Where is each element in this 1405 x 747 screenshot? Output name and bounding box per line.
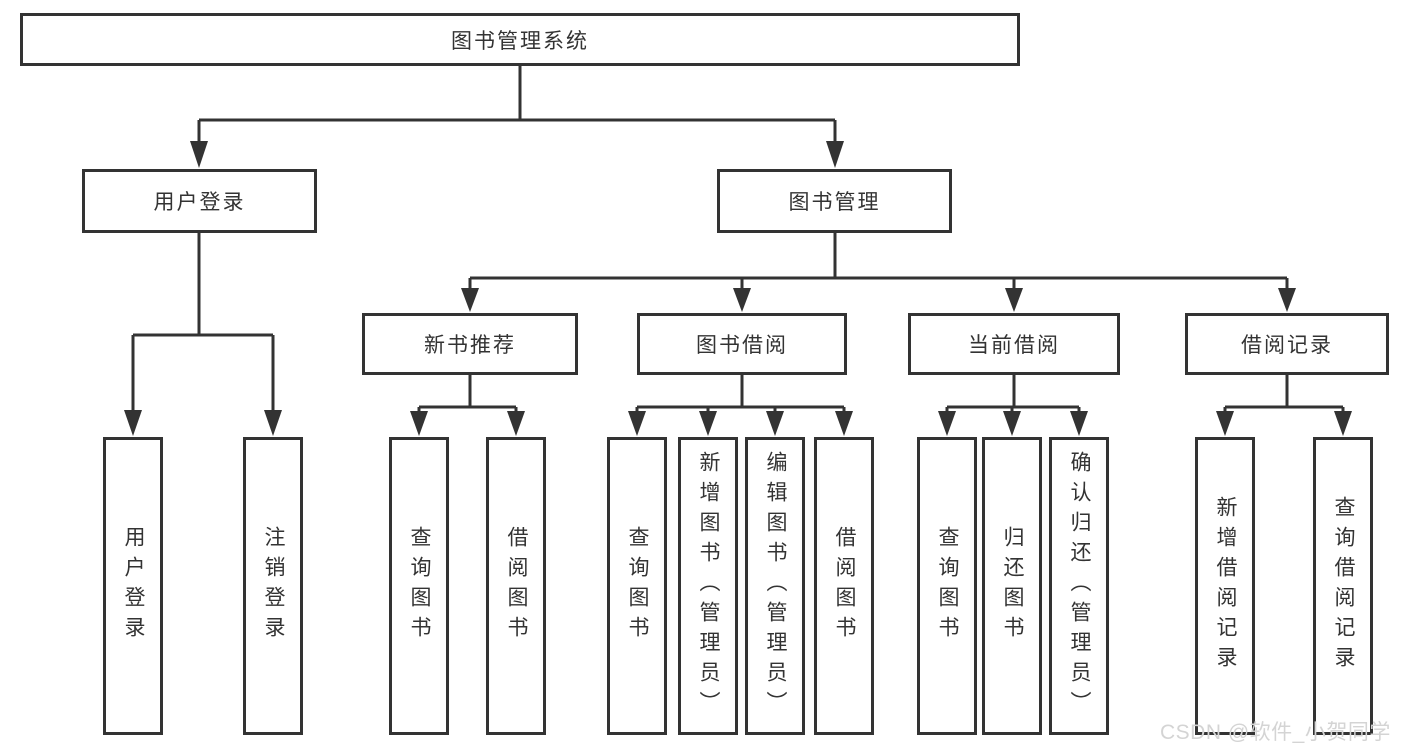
arrowhead (507, 411, 525, 436)
node-book-management: 图书管理 (717, 169, 952, 233)
connector-book-borrowing (635, 375, 846, 412)
arrowhead (1278, 288, 1296, 312)
arrowhead (733, 288, 751, 312)
node-op-user-login: 用户登录 (103, 437, 163, 735)
node-op-add-borrow-record: 新增借阅记录 (1195, 437, 1255, 735)
arrowhead (1005, 288, 1023, 312)
node-book-borrowing: 图书借阅 (637, 313, 847, 375)
node-op-confirm-return-admin: 确认归还（管理员） (1049, 437, 1109, 735)
node-op-edit-book-admin: 编辑图书（管理员） (745, 437, 805, 735)
node-op-query-books-current: 查询图书 (917, 437, 977, 735)
node-current-borrowing: 当前借阅 (908, 313, 1120, 375)
connector-book-management (468, 233, 1289, 289)
node-op-add-book-admin: 新增图书（管理员） (678, 437, 738, 735)
connector-root (197, 66, 837, 142)
node-op-return-books: 归还图书 (982, 437, 1042, 735)
connector-new-book (417, 375, 518, 412)
arrowhead (461, 288, 479, 312)
node-op-logout: 注销登录 (243, 437, 303, 735)
node-op-query-books-borrowing: 查询图书 (607, 437, 667, 735)
arrowhead (1216, 411, 1234, 436)
arrowhead (835, 411, 853, 436)
connector-current-borrowing (945, 375, 1081, 412)
node-user-login: 用户登录 (82, 169, 317, 233)
node-op-borrow-books-borrowing: 借阅图书 (814, 437, 874, 735)
connector-user-login (131, 233, 275, 411)
arrowhead (410, 411, 428, 436)
csdn-watermark: CSDN @软件_小贺同学 (1160, 721, 1391, 744)
arrowhead (1334, 411, 1352, 436)
node-op-borrow-books-newbook: 借阅图书 (486, 437, 546, 735)
connector-borrowing-records (1223, 375, 1345, 412)
node-op-query-borrow-record: 查询借阅记录 (1313, 437, 1373, 735)
node-root-library-management-system: 图书管理系统 (20, 13, 1020, 66)
arrowhead (124, 410, 142, 436)
arrowhead (190, 141, 208, 168)
arrowhead (1070, 411, 1088, 436)
arrowhead (938, 411, 956, 436)
node-op-query-books-newbook: 查询图书 (389, 437, 449, 735)
arrowhead (264, 410, 282, 436)
arrowhead (699, 411, 717, 436)
arrowhead (766, 411, 784, 436)
node-borrowing-records: 借阅记录 (1185, 313, 1389, 375)
arrowhead (826, 141, 844, 168)
node-new-book-recommend: 新书推荐 (362, 313, 578, 375)
arrowhead (1003, 411, 1021, 436)
arrowhead (628, 411, 646, 436)
